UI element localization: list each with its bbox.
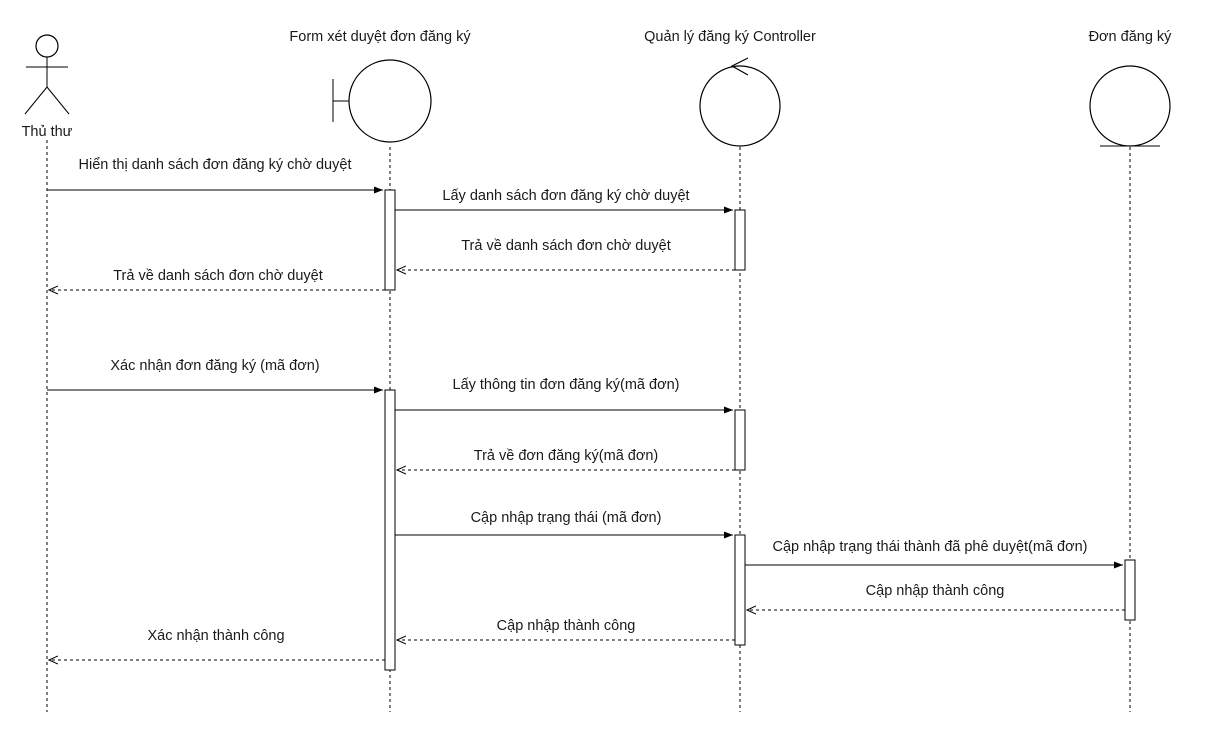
message-label: Trả về danh sách đơn chờ duyệt — [461, 238, 671, 254]
message-1[interactable]: Hiển thị danh sách đơn đăng ký chờ duyệt — [47, 157, 383, 194]
participant-label-librarian: Thủ thư — [22, 124, 73, 140]
message-6[interactable]: Lấy thông tin đơn đăng ký(mã đơn) — [395, 377, 733, 414]
entity-circle — [1089, 65, 1171, 147]
message-8[interactable]: Cập nhập trạng thái (mã đơn) — [395, 510, 733, 539]
participant-label-controller: Quản lý đăng ký Controller — [644, 29, 816, 45]
entity-application[interactable]: Đơn đăng ký — [1089, 29, 1173, 147]
message-12[interactable]: Xác nhận thành công — [49, 628, 385, 660]
message-9[interactable]: Cập nhập trạng thái thành đã phê duyệt(m… — [745, 539, 1123, 569]
message-label: Cập nhập thành công — [866, 583, 1005, 599]
boundary-circle — [348, 59, 432, 143]
control-arrow-icon — [730, 57, 749, 76]
message-label: Hiển thị danh sách đơn đăng ký chờ duyệt — [79, 157, 352, 173]
message-label: Trả về danh sách đơn chờ duyệt — [113, 268, 323, 284]
actor-head — [35, 34, 59, 58]
actor-librarian[interactable]: Thủ thư — [22, 34, 73, 140]
actor-left-leg — [24, 86, 48, 115]
message-label: Trả về đơn đăng ký(mã đơn) — [474, 448, 659, 464]
activation-form-2 — [384, 389, 396, 671]
message-11[interactable]: Cập nhập thành công — [397, 618, 735, 640]
participant-label-form: Form xét duyệt đơn đăng ký — [289, 29, 471, 45]
control-circle — [699, 65, 781, 147]
activation-form-1 — [384, 189, 396, 291]
message-10[interactable]: Cập nhập thành công — [747, 583, 1125, 610]
activation-controller-1 — [734, 209, 746, 271]
message-7[interactable]: Trả về đơn đăng ký(mã đơn) — [397, 448, 735, 470]
participant-label-entity: Đơn đăng ký — [1089, 29, 1173, 45]
message-label: Cập nhập trạng thái thành đã phê duyệt(m… — [772, 539, 1087, 555]
actor-right-leg — [46, 86, 70, 115]
message-label: Cập nhập trạng thái (mã đơn) — [471, 510, 662, 526]
boundary-form[interactable]: Form xét duyệt đơn đăng ký — [289, 29, 471, 143]
activation-entity-1 — [1124, 559, 1136, 621]
control-controller[interactable]: Quản lý đăng ký Controller — [644, 29, 816, 147]
message-4[interactable]: Trả về danh sách đơn chờ duyệt — [49, 268, 385, 290]
message-label: Xác nhận thành công — [147, 628, 284, 644]
activation-controller-3 — [734, 534, 746, 646]
message-5[interactable]: Xác nhận đơn đăng ký (mã đơn) — [47, 358, 383, 394]
message-label: Lấy thông tin đơn đăng ký(mã đơn) — [453, 377, 680, 393]
message-label: Lấy danh sách đơn đăng ký chờ duyệt — [442, 188, 689, 204]
message-label: Xác nhận đơn đăng ký (mã đơn) — [110, 358, 319, 374]
message-label: Cập nhập thành công — [497, 618, 636, 634]
message-3[interactable]: Trả về danh sách đơn chờ duyệt — [397, 238, 735, 270]
activation-controller-2 — [734, 409, 746, 471]
message-2[interactable]: Lấy danh sách đơn đăng ký chờ duyệt — [395, 188, 733, 214]
